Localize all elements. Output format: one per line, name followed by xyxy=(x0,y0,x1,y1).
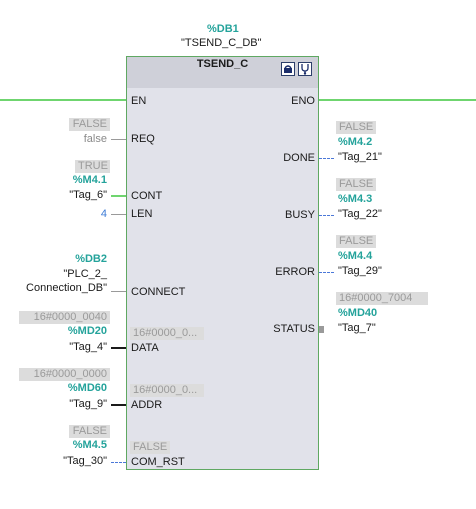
connect-wire xyxy=(111,291,126,292)
error-status-value: FALSE xyxy=(336,235,377,248)
com-rst-inner-value: FALSE xyxy=(130,441,170,454)
addr-wire xyxy=(111,404,126,406)
error-address[interactable]: %M4.4 xyxy=(338,250,373,262)
done-tag[interactable]: "Tag_21" xyxy=(338,151,382,163)
cont-address[interactable]: %M4.1 xyxy=(72,174,107,186)
busy-tag[interactable]: "Tag_22" xyxy=(338,208,382,220)
data-address[interactable]: %MD20 xyxy=(67,325,107,337)
done-status-value: FALSE xyxy=(336,121,377,134)
addr-tag[interactable]: "Tag_9" xyxy=(69,398,107,410)
connect-tag-line2[interactable]: Connection_DB" xyxy=(26,282,107,294)
block-diagnostic-icon[interactable] xyxy=(281,62,295,76)
busy-address[interactable]: %M4.3 xyxy=(338,193,373,205)
error-wire xyxy=(319,272,334,273)
status-address[interactable]: %MD40 xyxy=(338,307,378,319)
pin-done[interactable]: DONE xyxy=(283,152,315,164)
busy-wire xyxy=(319,215,334,216)
len-wire xyxy=(111,214,126,215)
data-tag[interactable]: "Tag_4" xyxy=(69,341,107,353)
pin-en[interactable]: EN xyxy=(131,95,147,107)
stethoscope-icon[interactable] xyxy=(298,62,312,76)
power-rail-right xyxy=(319,99,476,101)
pin-com-rst[interactable]: COM_RST xyxy=(131,456,185,468)
pin-addr[interactable]: ADDR xyxy=(131,399,163,411)
addr-status-value: 16#0000_0000 xyxy=(19,368,110,381)
com-rst-address[interactable]: %M4.5 xyxy=(72,439,107,451)
pin-status[interactable]: STATUS xyxy=(273,323,315,335)
busy-status-value: FALSE xyxy=(336,178,377,191)
cont-wire xyxy=(111,195,126,197)
done-address[interactable]: %M4.2 xyxy=(338,136,373,148)
pin-cont[interactable]: CONT xyxy=(131,190,163,202)
pin-data[interactable]: DATA xyxy=(131,342,159,354)
cont-status-value: TRUE xyxy=(75,160,110,173)
cont-tag[interactable]: "Tag_6" xyxy=(69,189,107,201)
pin-eno[interactable]: ENO xyxy=(291,95,315,107)
pin-req[interactable]: REQ xyxy=(131,133,155,145)
pin-error[interactable]: ERROR xyxy=(275,266,315,278)
status-wire xyxy=(319,326,324,333)
pin-len[interactable]: LEN xyxy=(131,208,153,220)
block-title: TSEND_C xyxy=(196,58,249,70)
error-tag[interactable]: "Tag_29" xyxy=(338,265,382,277)
com-rst-tag[interactable]: "Tag_30" xyxy=(63,455,107,467)
req-wire xyxy=(111,139,126,140)
data-wire xyxy=(111,347,126,349)
tsend-c-block[interactable] xyxy=(126,56,319,470)
req-status-value: FALSE xyxy=(69,118,110,131)
instance-db-name[interactable]: "TSEND_C_DB" xyxy=(181,37,262,49)
power-rail-left xyxy=(0,99,126,101)
pin-connect[interactable]: CONNECT xyxy=(131,286,186,298)
addr-inner-value: 16#0000_0... xyxy=(130,384,204,397)
req-value[interactable]: false xyxy=(83,133,107,145)
len-value[interactable]: 4 xyxy=(100,208,107,220)
addr-address[interactable]: %MD60 xyxy=(67,382,107,394)
com-rst-wire xyxy=(111,462,126,463)
status-tag[interactable]: "Tag_7" xyxy=(338,322,376,334)
data-status-value: 16#0000_0040 xyxy=(19,311,110,324)
status-status-value: 16#0000_7004 xyxy=(336,292,428,305)
connect-tag-line1[interactable]: "PLC_2_ xyxy=(63,268,107,280)
connect-address[interactable]: %DB2 xyxy=(75,253,107,265)
done-wire xyxy=(319,158,334,159)
pin-busy[interactable]: BUSY xyxy=(285,209,315,221)
instance-db-address[interactable]: %DB1 xyxy=(207,23,239,35)
data-inner-value: 16#0000_0... xyxy=(130,327,204,340)
com-rst-status-value: FALSE xyxy=(69,425,110,438)
